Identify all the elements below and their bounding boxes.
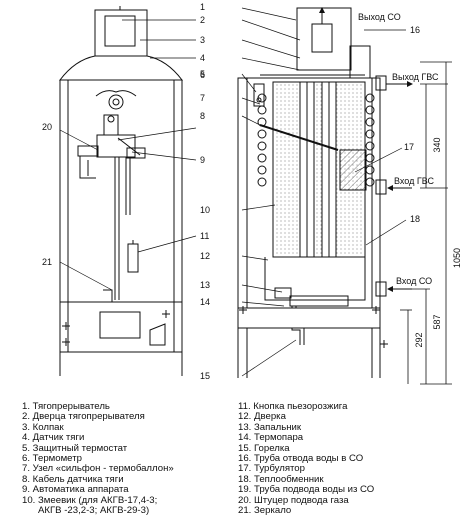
turbulator — [339, 149, 367, 191]
legend-item: 3. Колпак — [22, 421, 64, 433]
callout-2: 2 — [200, 15, 205, 25]
dimension-lines — [400, 61, 452, 385]
callout-15: 15 — [200, 371, 210, 381]
legend-item: 21. Зеркало — [238, 505, 292, 517]
callout-14: 14 — [200, 297, 210, 307]
gas-inlet-fitting — [77, 145, 99, 157]
leader-lines — [59, 7, 407, 377]
callout-6: 6 — [200, 70, 205, 80]
combustion-chamber — [264, 257, 366, 301]
callout-12: 12 — [200, 251, 210, 261]
callout-8: 8 — [200, 111, 205, 121]
legend-item: 6. Термометр — [22, 453, 82, 465]
flow-labels: Выход СО Выход ГВС Вход ГВС Вход СО — [358, 12, 439, 286]
label-co-out: Выход СО — [358, 12, 401, 22]
legend-item: 5. Защитный термостат — [22, 442, 128, 454]
legend-item: АКГВ -23,2-3; АКГВ-29-3) — [22, 505, 150, 517]
callout-16: 16 — [410, 25, 420, 35]
callout-1: 1 — [200, 2, 205, 12]
label-gvs-out: Выход ГВС — [392, 72, 439, 82]
section-view — [237, 7, 388, 378]
callout-20: 20 — [42, 122, 52, 132]
draft-diverter — [94, 9, 148, 57]
callout-7: 7 — [200, 93, 205, 103]
legend-item: 8. Кабель датчика тяги — [22, 473, 124, 485]
callout-17: 17 — [404, 142, 414, 152]
legend-item: 7. Узел «сильфон - термобаллон» — [22, 463, 174, 475]
callout-11: 11 — [200, 231, 209, 241]
legend-item: 1. Тягопрерыватель — [22, 401, 110, 412]
legend-item: 2. Дверца тягопрерывателя — [22, 411, 145, 423]
legend-item: 17. Турбулятор — [238, 463, 305, 475]
dim-587: 587 — [432, 314, 442, 329]
dim-292: 292 — [414, 332, 424, 347]
callout-10: 10 — [200, 205, 210, 215]
legend-item: 9. Автоматика аппарата — [22, 484, 129, 496]
legend-item: 19. Труба подвода воды из СО — [238, 484, 375, 496]
front-base — [59, 301, 183, 353]
thermometer-icon — [108, 94, 124, 110]
label-co-in: Вход СО — [396, 276, 432, 286]
legend-item: 18. Теплообменник — [238, 473, 324, 485]
callout-18: 18 — [410, 214, 420, 224]
front-view — [58, 6, 184, 376]
legend-item: 14. Термопара — [238, 432, 304, 444]
callout-4: 4 — [200, 53, 205, 63]
label-gvs-in: Вход ГВС — [394, 176, 434, 186]
burner — [289, 295, 349, 307]
legend-item: 11. Кнопка пьезорозжига — [238, 401, 348, 412]
legend-item: 12. Дверка — [238, 411, 286, 423]
legend-item: 4. Датчик тяги — [22, 432, 85, 444]
callout-numbers: 1 2 3 4 5 6 7 8 9 10 11 12 13 14 15 16 1… — [42, 2, 420, 381]
boiler-diagram: 1 2 3 4 5 6 7 8 9 10 11 12 13 14 15 16 1… — [42, 2, 462, 385]
boiler-cap — [58, 55, 184, 81]
boiler-body — [59, 79, 183, 303]
legend-item: 16. Труба отвода воды в СО — [238, 453, 364, 465]
legend-item: 13. Запальник — [238, 421, 302, 433]
callout-3: 3 — [200, 35, 205, 45]
legend-item: 15. Горелка — [238, 442, 290, 454]
callout-9: 9 — [200, 155, 205, 165]
dimension-values: 340 1050 587 292 — [414, 137, 462, 347]
section-base — [237, 307, 381, 329]
callout-21: 21 — [42, 257, 52, 267]
legend-item: 10. Змеевик (для АКГВ-17,4-3; — [22, 494, 158, 506]
dim-1050: 1050 — [452, 248, 462, 268]
callout-13: 13 — [200, 280, 210, 290]
dim-340: 340 — [432, 137, 442, 152]
callout-5: 5 — [200, 69, 205, 79]
legend-item: 20. Штуцер подвода газа — [238, 494, 349, 506]
